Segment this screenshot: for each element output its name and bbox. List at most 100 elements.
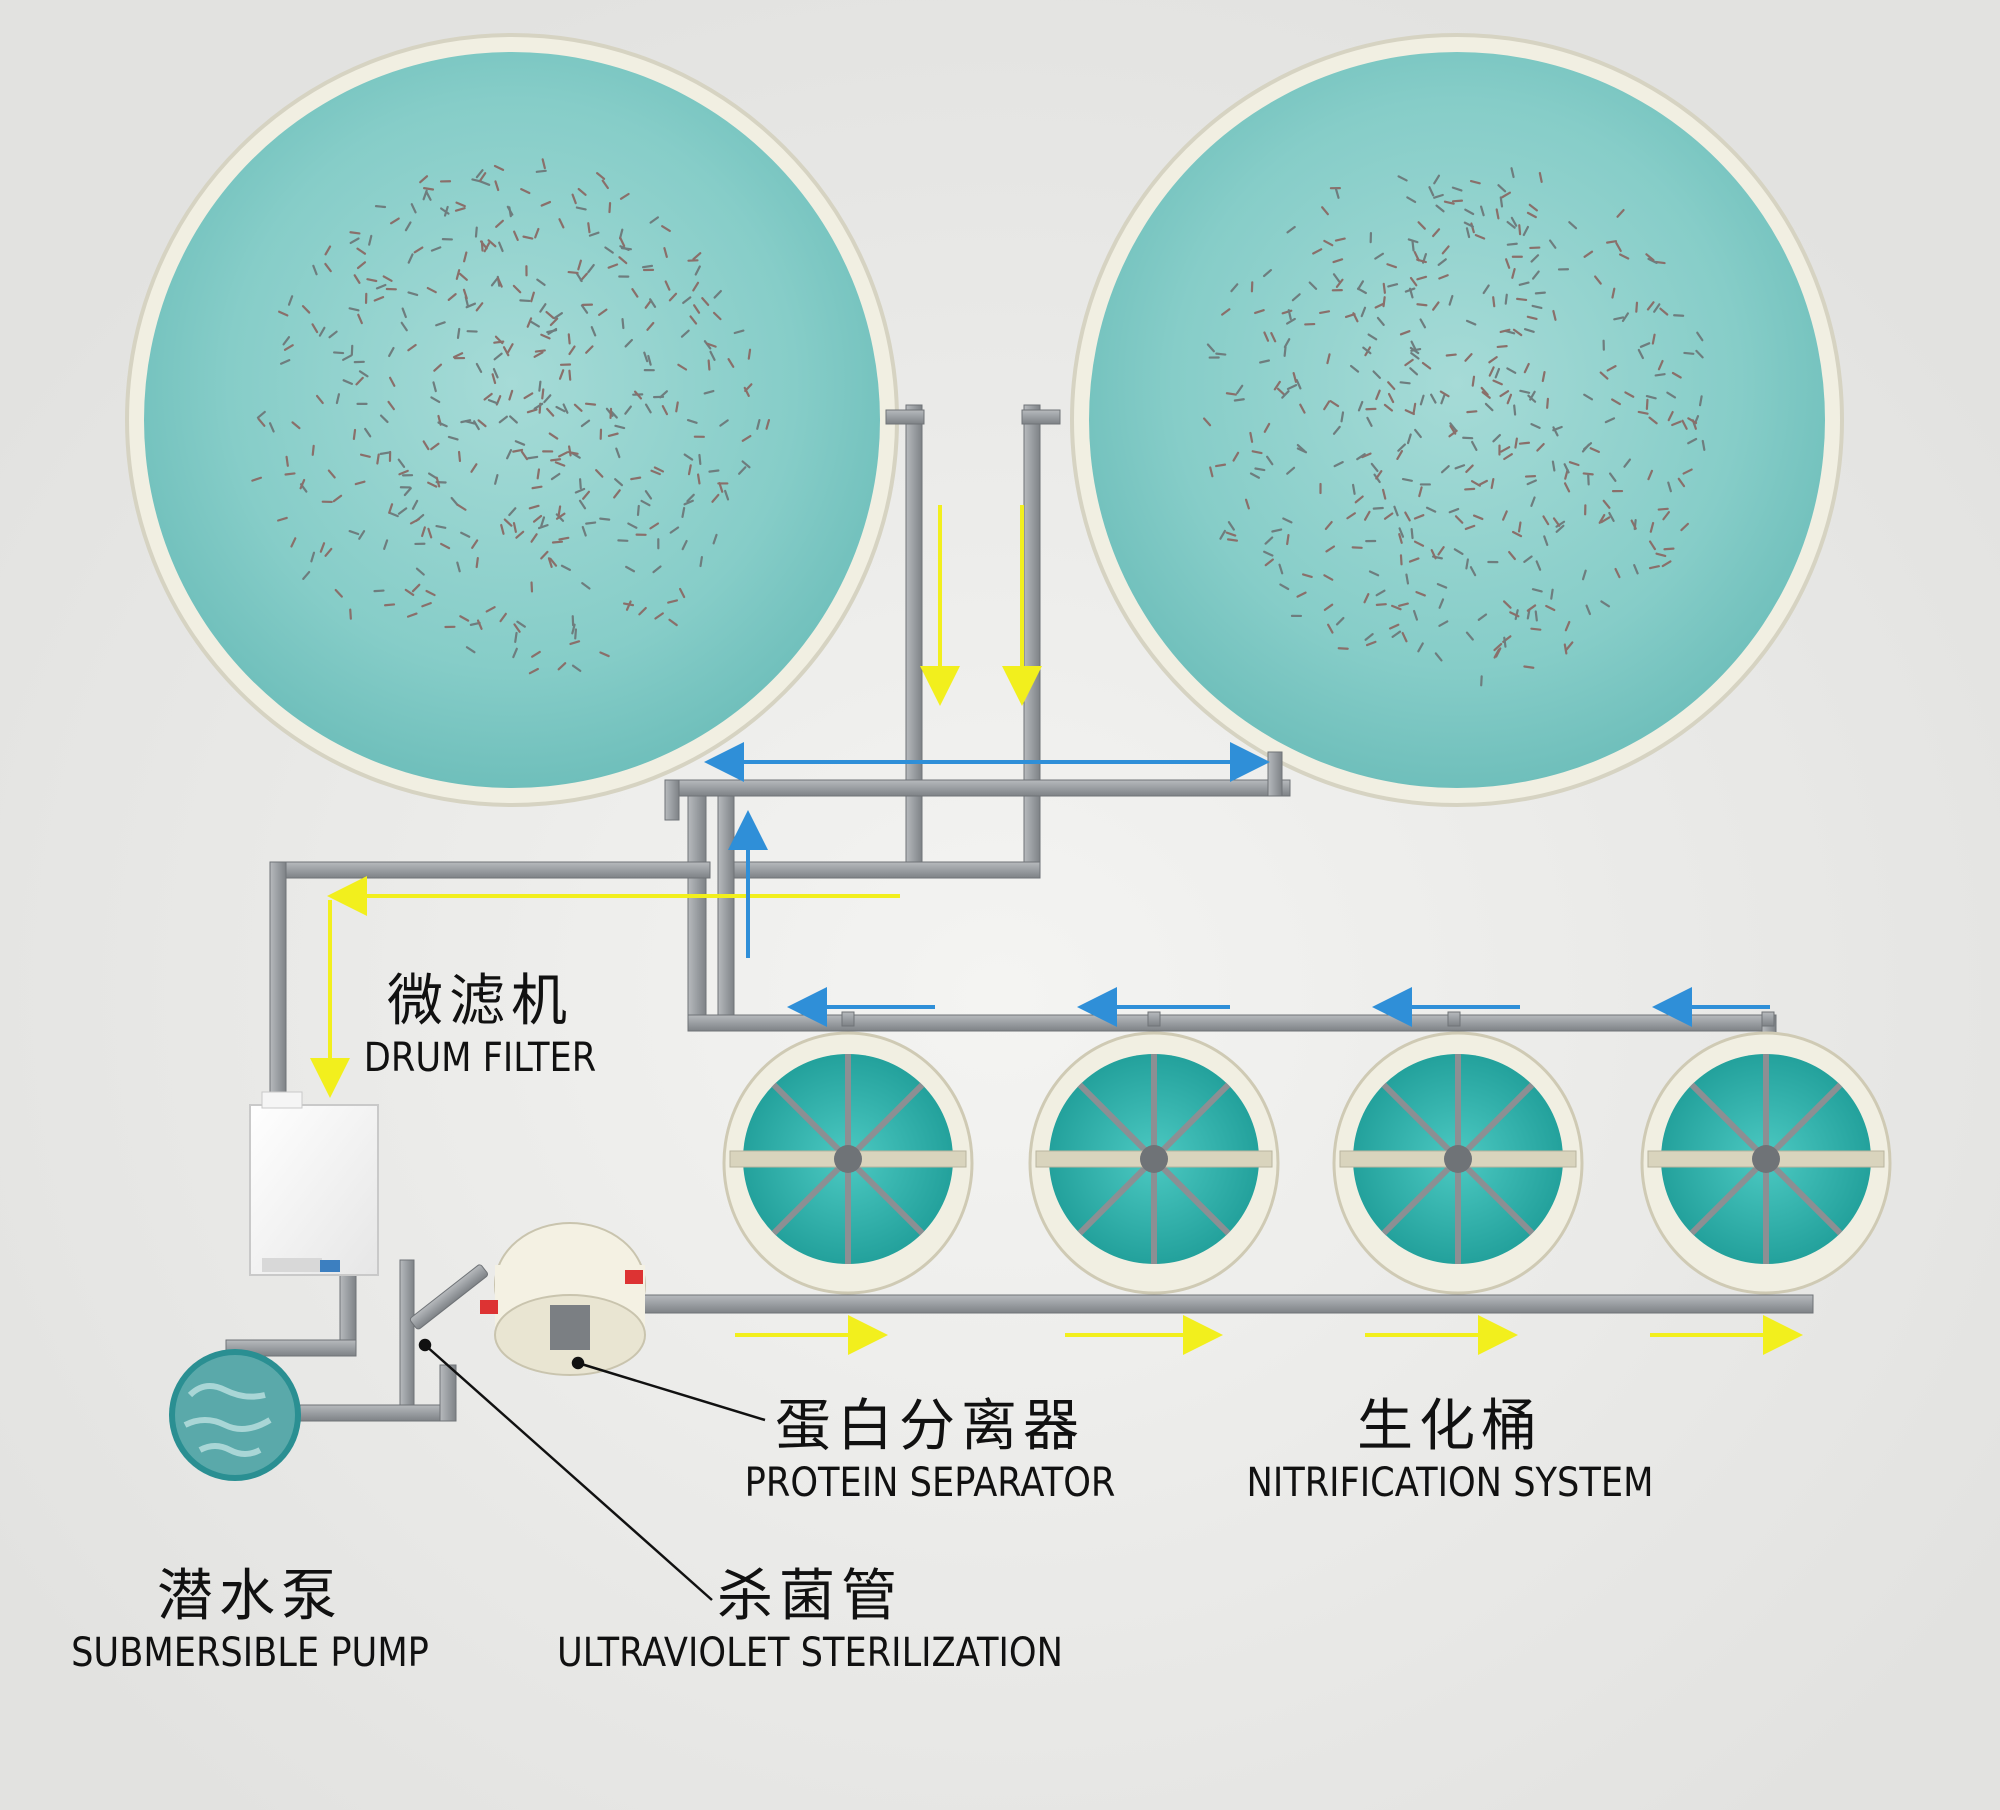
fish [328, 330, 338, 339]
fish [1510, 216, 1518, 227]
fish [1479, 205, 1485, 217]
fish [1357, 280, 1365, 291]
fish [403, 487, 412, 497]
fish [407, 291, 419, 297]
fish [407, 343, 417, 352]
fish [1681, 419, 1688, 430]
fish [349, 608, 352, 620]
fish [1406, 196, 1417, 204]
fish [1671, 420, 1682, 427]
fish [404, 588, 415, 597]
fish [499, 612, 507, 623]
fish [557, 662, 567, 671]
fish [1531, 304, 1543, 310]
fish [311, 444, 315, 456]
fish [699, 556, 703, 568]
fish [479, 172, 487, 182]
fish [571, 193, 577, 205]
fish [1357, 400, 1364, 412]
fish [437, 421, 448, 428]
fish [1286, 317, 1296, 325]
fish [741, 434, 752, 442]
fish [426, 286, 437, 294]
fish [356, 261, 367, 270]
fish [1332, 258, 1344, 264]
fish [1413, 514, 1425, 520]
fish [1645, 253, 1655, 262]
fish [1448, 429, 1458, 438]
fish [1412, 402, 1417, 414]
fish [359, 453, 371, 458]
fish [1434, 652, 1443, 662]
fish [1312, 248, 1323, 255]
fish [299, 478, 306, 490]
fish [508, 507, 517, 517]
aerator-hub [1444, 1145, 1472, 1173]
fish [1600, 516, 1611, 524]
fish [435, 525, 447, 529]
fish [435, 476, 441, 488]
fish [644, 299, 653, 309]
fish [581, 525, 587, 537]
fish [1513, 404, 1517, 416]
fish [1680, 522, 1690, 532]
fish [703, 389, 715, 395]
fish [1346, 512, 1356, 520]
fish [1233, 398, 1245, 402]
fish [1492, 296, 1496, 308]
fish [1410, 352, 1420, 360]
fish [530, 533, 538, 543]
fish [545, 310, 555, 319]
fish [1621, 312, 1630, 323]
fish [558, 369, 565, 380]
fish [698, 453, 702, 466]
label-nitrification-system: 生化桶 NITRIFICATION SYSTEM [1210, 1395, 1690, 1507]
fish [534, 227, 540, 239]
fish [1536, 442, 1545, 452]
fish [1432, 228, 1441, 238]
fish [1651, 333, 1656, 345]
fish [587, 263, 595, 274]
fish [712, 533, 718, 545]
fish [1687, 417, 1698, 425]
fish [1370, 462, 1379, 473]
fish [312, 264, 318, 276]
fish [348, 307, 360, 312]
fish [364, 427, 372, 438]
fish [1375, 389, 1381, 401]
fish [595, 172, 606, 180]
fish [1568, 461, 1580, 467]
fish [1503, 453, 1513, 461]
fish [1436, 583, 1448, 589]
fish [621, 317, 625, 330]
fish [1327, 623, 1334, 634]
fish [567, 333, 571, 345]
fish [1399, 381, 1411, 385]
fish [1464, 524, 1476, 531]
fish [1614, 567, 1621, 579]
fish [1481, 391, 1491, 399]
fish [659, 390, 668, 399]
fish [607, 263, 619, 269]
fish [1517, 521, 1522, 533]
aerator-arm [1381, 1082, 1461, 1162]
fish [383, 603, 396, 607]
fish [1496, 345, 1508, 349]
fish [1230, 283, 1239, 293]
fish [654, 612, 664, 620]
fish [1368, 570, 1380, 577]
fish [631, 288, 639, 298]
fish [687, 464, 692, 476]
fish [1563, 643, 1568, 655]
fish [1543, 535, 1549, 546]
fish [1501, 191, 1511, 199]
fish [1409, 367, 1419, 376]
fish [1477, 613, 1488, 621]
fish [1375, 603, 1387, 606]
fish [1701, 439, 1706, 451]
fish [290, 537, 297, 548]
fish [1581, 443, 1591, 453]
label-uv-sterilization: 杀菌管 ULTRAVIOLET STERILIZATION [500, 1565, 1120, 1677]
fish [373, 296, 385, 302]
fish [1308, 281, 1318, 290]
